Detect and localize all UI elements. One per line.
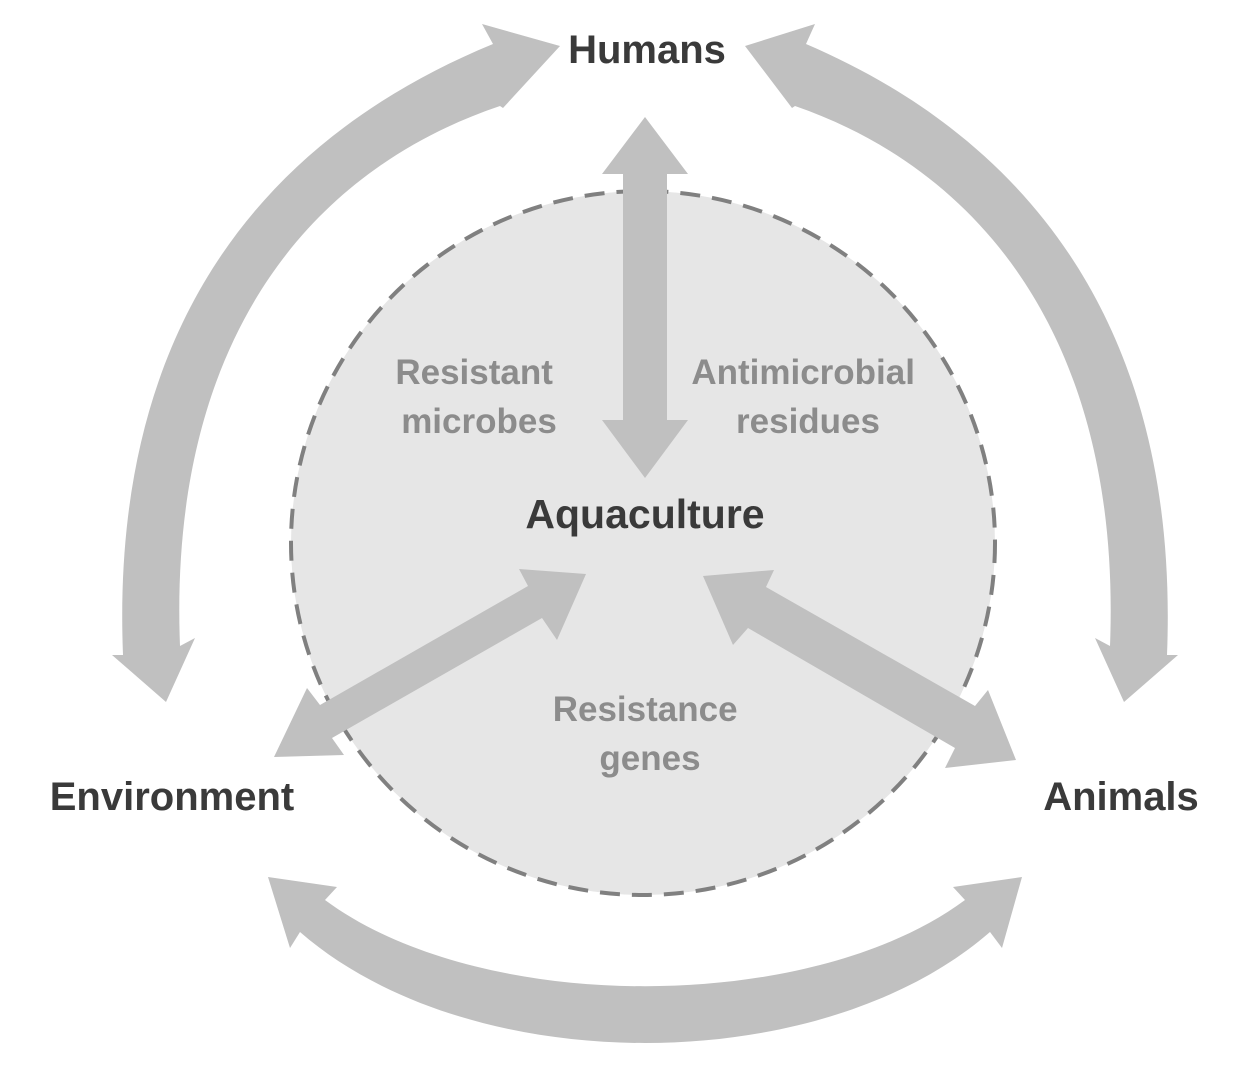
aquaculture-circle — [289, 189, 997, 897]
flow-label-resistant-microbes-line1: Resistant — [395, 353, 553, 392]
arc-arrow-environment-animals — [268, 877, 1022, 1043]
inner-arrows — [274, 117, 1016, 768]
flow-label-resistance-genes: Resistance genes — [553, 690, 748, 778]
node-environment: Environment — [50, 775, 294, 819]
flow-label-antimicrobial-residues-line1: Antimicrobial — [691, 353, 915, 392]
flow-label-resistance-genes-line1: Resistance — [553, 690, 738, 729]
arrow-animals-aquaculture — [703, 570, 1016, 768]
arrow-environment-aquaculture — [274, 569, 586, 757]
arc-arrow-humans-environment — [112, 24, 560, 702]
node-animals: Animals — [1043, 775, 1199, 819]
arc-arrow-humans-animals — [745, 24, 1178, 702]
flow-label-antimicrobial-residues-line2: residues — [736, 402, 880, 441]
node-aquaculture: Aquaculture — [525, 491, 764, 537]
arrow-humans-aquaculture — [602, 117, 688, 478]
node-humans: Humans — [568, 28, 726, 72]
flow-label-resistant-microbes: Resistant microbes — [395, 353, 562, 441]
flow-label-resistant-microbes-line2: microbes — [401, 402, 557, 441]
flow-label-resistance-genes-line2: genes — [599, 739, 700, 778]
flow-label-antimicrobial-residues: Antimicrobial residues — [691, 353, 924, 441]
outer-arrows — [112, 24, 1178, 1043]
